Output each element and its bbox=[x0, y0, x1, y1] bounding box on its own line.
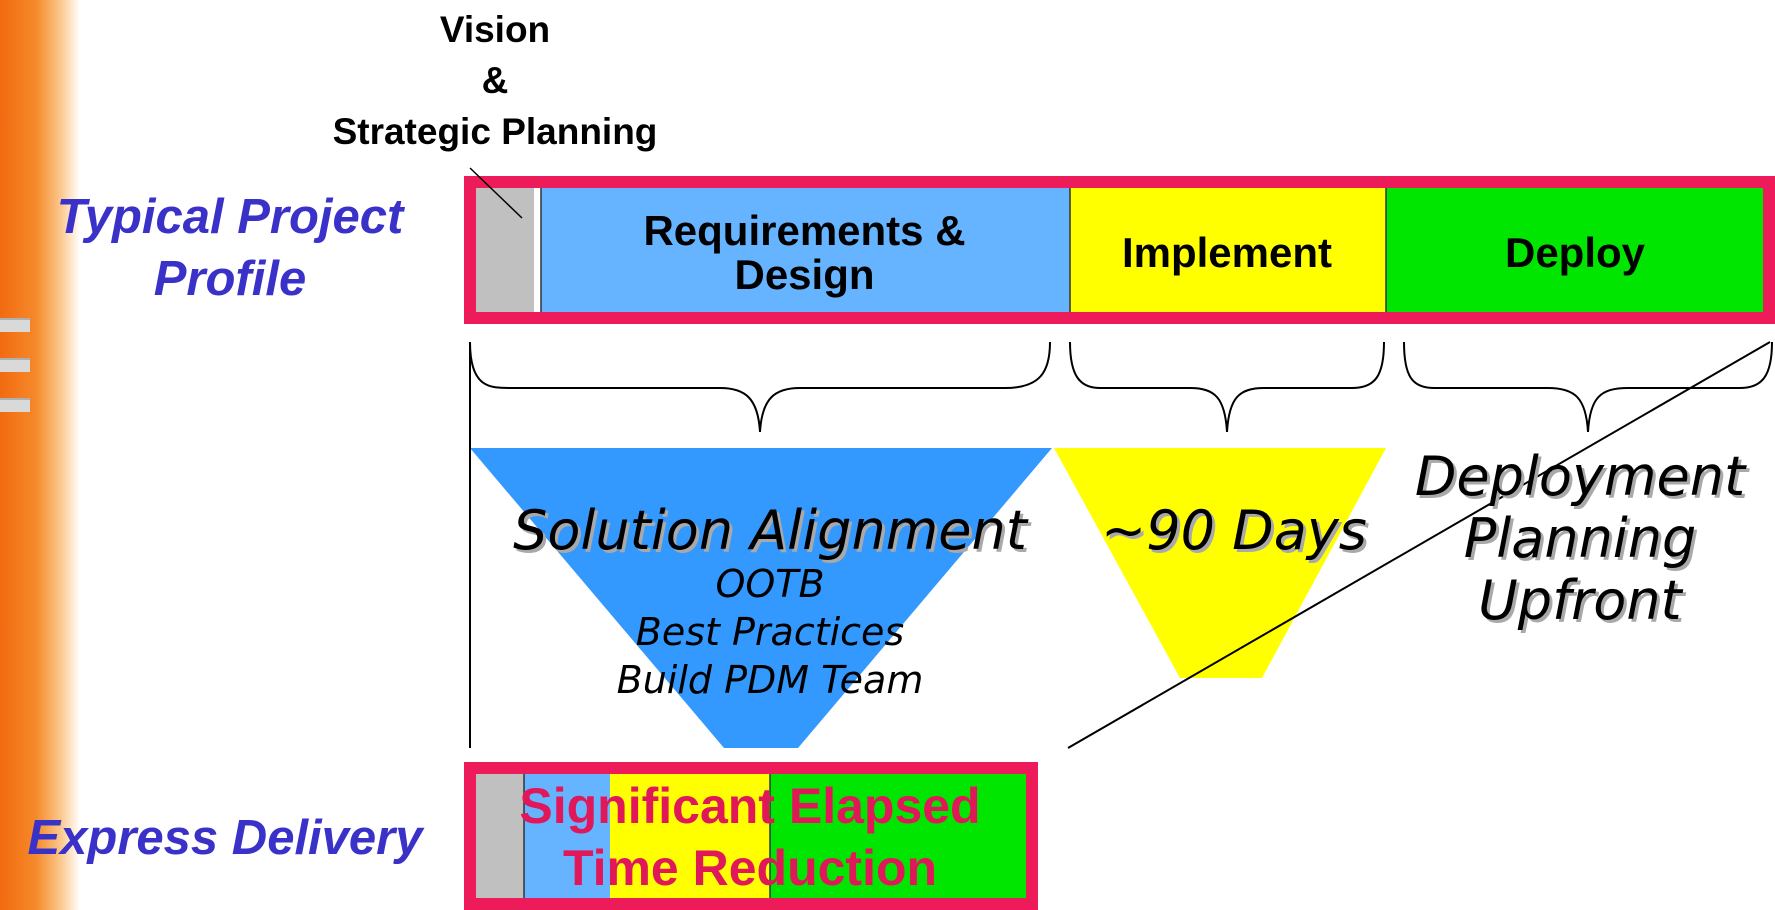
typical-bar-frame bbox=[464, 176, 1775, 324]
requirements-design-label: Requirements & Design bbox=[542, 190, 1067, 316]
typical-project-profile-label: Typical Project Profile bbox=[20, 186, 440, 310]
express-vision-segment bbox=[470, 768, 524, 904]
reduction-line-1: Significant Elapsed bbox=[519, 778, 981, 834]
solution-item-build-team: Build PDM Team bbox=[616, 658, 924, 702]
deployment-line-1: Deployment bbox=[1414, 445, 1746, 508]
implement-label: Implement bbox=[1121, 229, 1333, 276]
express-bar-frame bbox=[464, 762, 1038, 910]
deployment-line-3: Upfront bbox=[1478, 569, 1682, 632]
side-band-stripe bbox=[0, 398, 30, 412]
implement-funnel bbox=[1054, 448, 1386, 678]
vision-strategic-planning-label: Vision & Strategic Planning bbox=[270, 4, 720, 157]
side-band-stripe bbox=[0, 358, 30, 372]
typical-label-line-1: Typical Project bbox=[56, 190, 404, 244]
vision-line-1: Vision bbox=[439, 9, 551, 50]
deployment-planning-label: Deployment Planning Upfront bbox=[1390, 446, 1770, 632]
typical-label-line-2: Profile bbox=[153, 252, 307, 306]
decorative-side-band bbox=[0, 0, 80, 910]
requirements-line-1: Requirements & bbox=[643, 207, 966, 254]
vision-segment bbox=[470, 182, 534, 318]
solution-alignment-funnel bbox=[470, 448, 1052, 748]
express-requirements-segment bbox=[524, 768, 610, 904]
compression-diagonal bbox=[1067, 341, 1771, 749]
requirements-brace bbox=[469, 341, 1051, 433]
deployment-line-2: Planning bbox=[1463, 507, 1697, 570]
vision-leader-line bbox=[469, 167, 523, 219]
deploy-segment bbox=[1386, 182, 1769, 318]
express-implement-segment bbox=[610, 768, 770, 904]
requirements-segment bbox=[541, 182, 1070, 318]
implement-segment bbox=[1070, 182, 1386, 318]
side-band-stripe bbox=[0, 318, 30, 332]
typical-project-bar bbox=[464, 176, 1775, 324]
express-deploy-segment bbox=[770, 768, 1032, 904]
solution-item-best-practices: Best Practices bbox=[635, 610, 905, 654]
vision-line-3: Strategic Planning bbox=[332, 111, 658, 152]
solution-alignment-items: OOTB Best Practices Build PDM Team bbox=[560, 560, 980, 704]
significant-reduction-overlay: Significant Elapsed Time Reduction bbox=[470, 775, 1030, 899]
reduction-line-2: Time Reduction bbox=[562, 840, 938, 896]
solution-item-ootb: OOTB bbox=[715, 562, 825, 606]
solution-alignment-title: Solution Alignment bbox=[513, 499, 1027, 562]
express-delivery-bar bbox=[464, 762, 1038, 910]
deploy-brace bbox=[1403, 341, 1773, 433]
deploy-label: Deploy bbox=[1504, 229, 1646, 276]
implement-brace bbox=[1069, 341, 1385, 433]
express-delivery-label: Express Delivery bbox=[27, 811, 423, 865]
requirements-line-2: Design bbox=[734, 251, 875, 298]
ninety-days-label: ~90 Days bbox=[1101, 499, 1367, 562]
vision-line-2: & bbox=[481, 60, 509, 101]
